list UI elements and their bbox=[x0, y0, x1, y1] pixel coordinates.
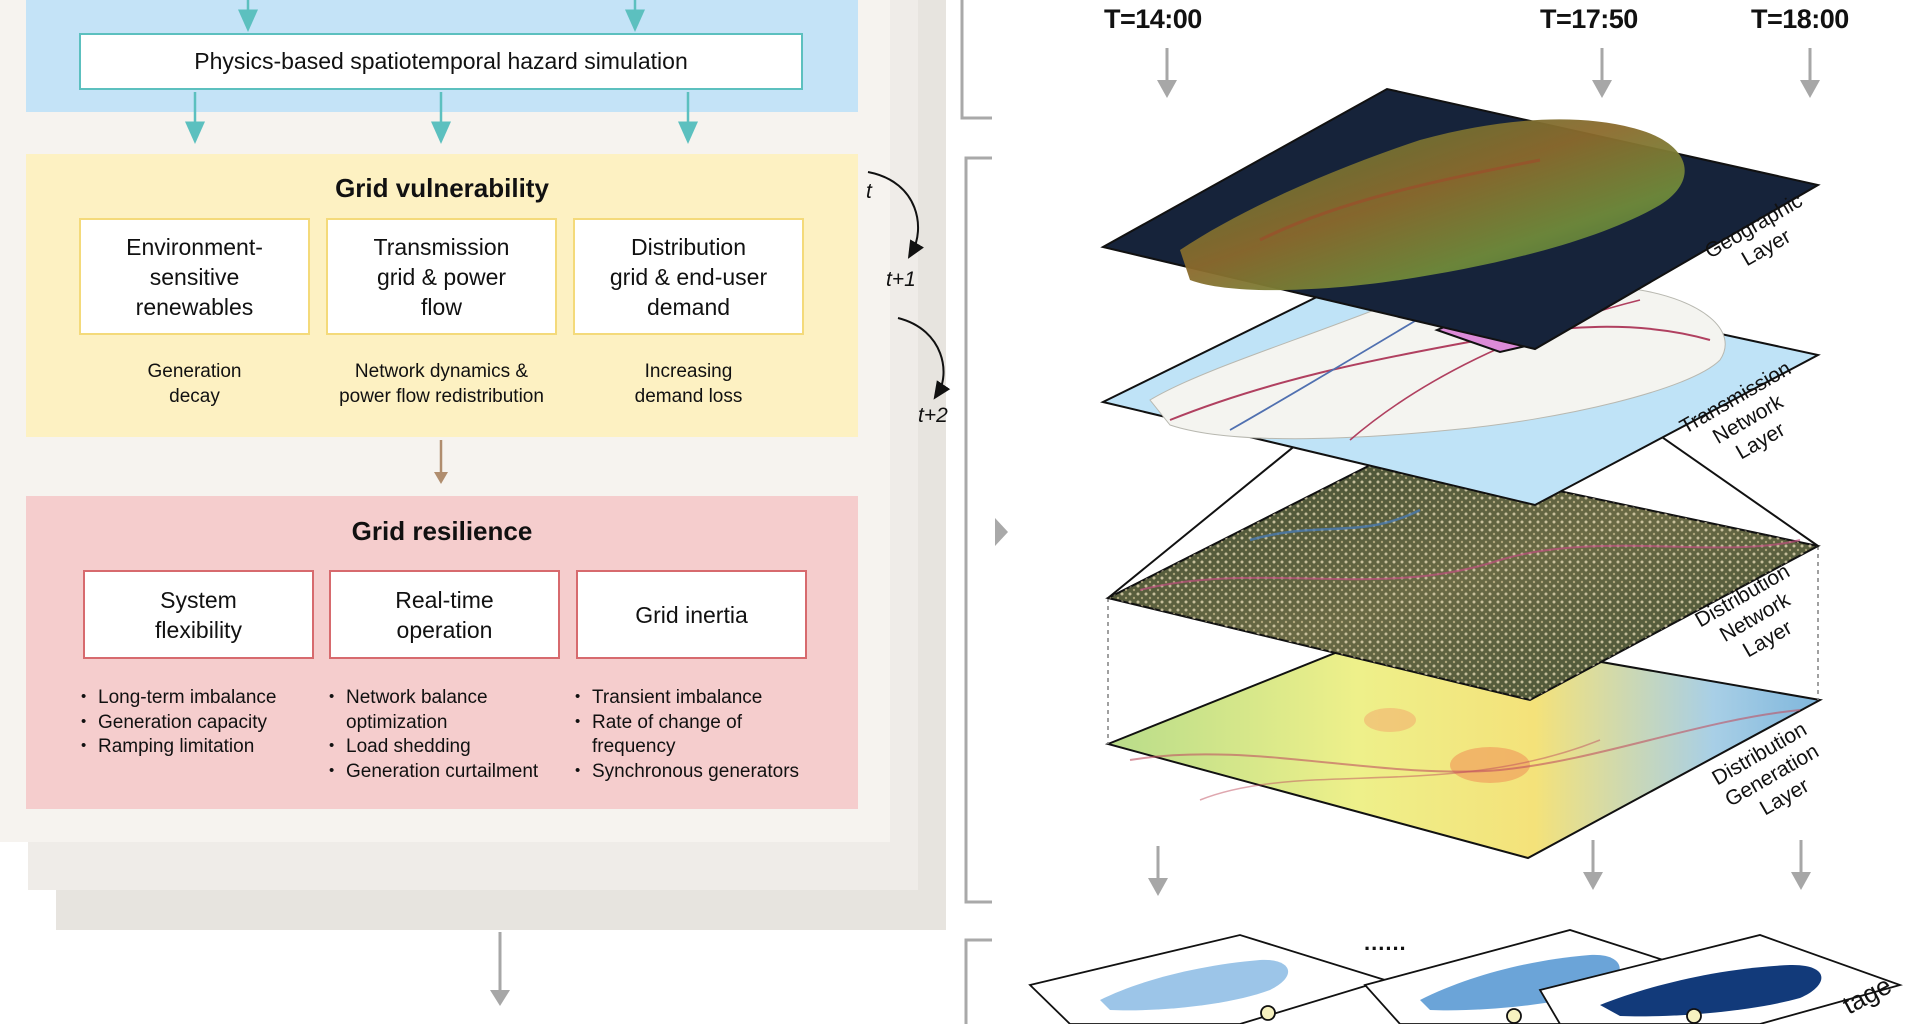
inertia-card: Grid inertia bbox=[576, 570, 807, 659]
timestamp-1800: T=18:00 bbox=[1751, 4, 1849, 34]
layer-output-arrows bbox=[1148, 840, 1811, 896]
timestamp-1750: T=17:50 bbox=[1540, 4, 1638, 34]
bullet-item: Ramping limitation bbox=[78, 734, 318, 760]
transmission-card: Transmission grid & power flow bbox=[326, 218, 557, 335]
bullet-item: Long-term imbalance bbox=[78, 685, 318, 711]
timestamp-1400: T=14:00 bbox=[1104, 4, 1202, 34]
timestamp-arrows bbox=[1157, 48, 1820, 98]
transmission-network-layer-map bbox=[1100, 260, 1821, 507]
geographic-layer-map bbox=[1100, 87, 1821, 351]
hazard-output-arrows bbox=[185, 92, 698, 144]
bullet-item: Network balance bbox=[326, 685, 571, 711]
layer-dashed-connectors bbox=[1107, 546, 1819, 744]
bullet-item: Generation curtailment bbox=[326, 759, 571, 785]
bracket-pointer bbox=[995, 518, 1008, 546]
ellipsis: ...... bbox=[1364, 930, 1407, 955]
distribution-card: Distribution grid & end-user demand bbox=[573, 218, 804, 335]
renewables-caption: Generation decay bbox=[147, 361, 242, 407]
vulnerability-title: Grid vulnerability bbox=[335, 173, 549, 203]
distribution-caption: Increasing demand loss bbox=[634, 361, 743, 407]
bracket-middle bbox=[964, 156, 992, 904]
transmission-caption: Network dynamics & power flow redistribu… bbox=[339, 361, 544, 407]
flexibility-card: System flexibility bbox=[83, 570, 314, 659]
flexibility-bullets: Long-term imbalance Generation capacity … bbox=[78, 685, 318, 760]
bullet-item: Generation capacity bbox=[78, 710, 318, 736]
bullet-item: Rate of change of bbox=[572, 710, 842, 736]
bracket-top bbox=[960, 0, 992, 120]
resilience-title: Grid resilience bbox=[351, 516, 533, 546]
panel-output-arrow bbox=[490, 932, 510, 1006]
time-step-t-plus-1: t+1 bbox=[886, 268, 916, 291]
distribution-network-layer-map bbox=[1105, 453, 1821, 702]
inertia-label: Grid inertia bbox=[635, 601, 748, 628]
bullet-continuation: optimization bbox=[346, 711, 448, 733]
vulnerability-to-resilience-arrow bbox=[434, 440, 448, 484]
bullet-item: Load shedding bbox=[326, 734, 571, 760]
renewables-card: Environment- sensitive renewables bbox=[79, 218, 310, 335]
bullet-continuation: frequency bbox=[592, 736, 676, 757]
flexibility-label: System flexibility bbox=[155, 586, 242, 643]
renewables-label: Environment- sensitive renewables bbox=[126, 233, 263, 320]
inertia-bullets: Transient imbalance Rate of change of fr… bbox=[572, 685, 842, 785]
bullet-item: Synchronous generators bbox=[572, 759, 842, 785]
distribution-label: Distribution grid & end-user demand bbox=[609, 233, 768, 320]
bracket-bottom bbox=[964, 938, 992, 1024]
time-step-t: t bbox=[866, 180, 872, 203]
realtime-bullets: Network balance optimization Load sheddi… bbox=[326, 685, 571, 785]
hazard-simulation-box: Physics-based spatiotemporal hazard simu… bbox=[79, 33, 803, 90]
time-step-arrow-2 bbox=[897, 317, 951, 400]
outage-maps bbox=[1028, 929, 1903, 1024]
distribution-generation-layer-map bbox=[1104, 625, 1824, 860]
hazard-input-arrows bbox=[238, 0, 645, 32]
bullet-item: Transient imbalance bbox=[572, 685, 842, 711]
realtime-label: Real-time operation bbox=[395, 586, 494, 643]
time-step-arrow-1 bbox=[867, 171, 924, 259]
transmission-label: Transmission grid & power flow bbox=[373, 233, 510, 320]
hazard-simulation-label: Physics-based spatiotemporal hazard simu… bbox=[194, 48, 688, 74]
realtime-card: Real-time operation bbox=[329, 570, 560, 659]
time-step-t-plus-2: t+2 bbox=[918, 404, 948, 427]
